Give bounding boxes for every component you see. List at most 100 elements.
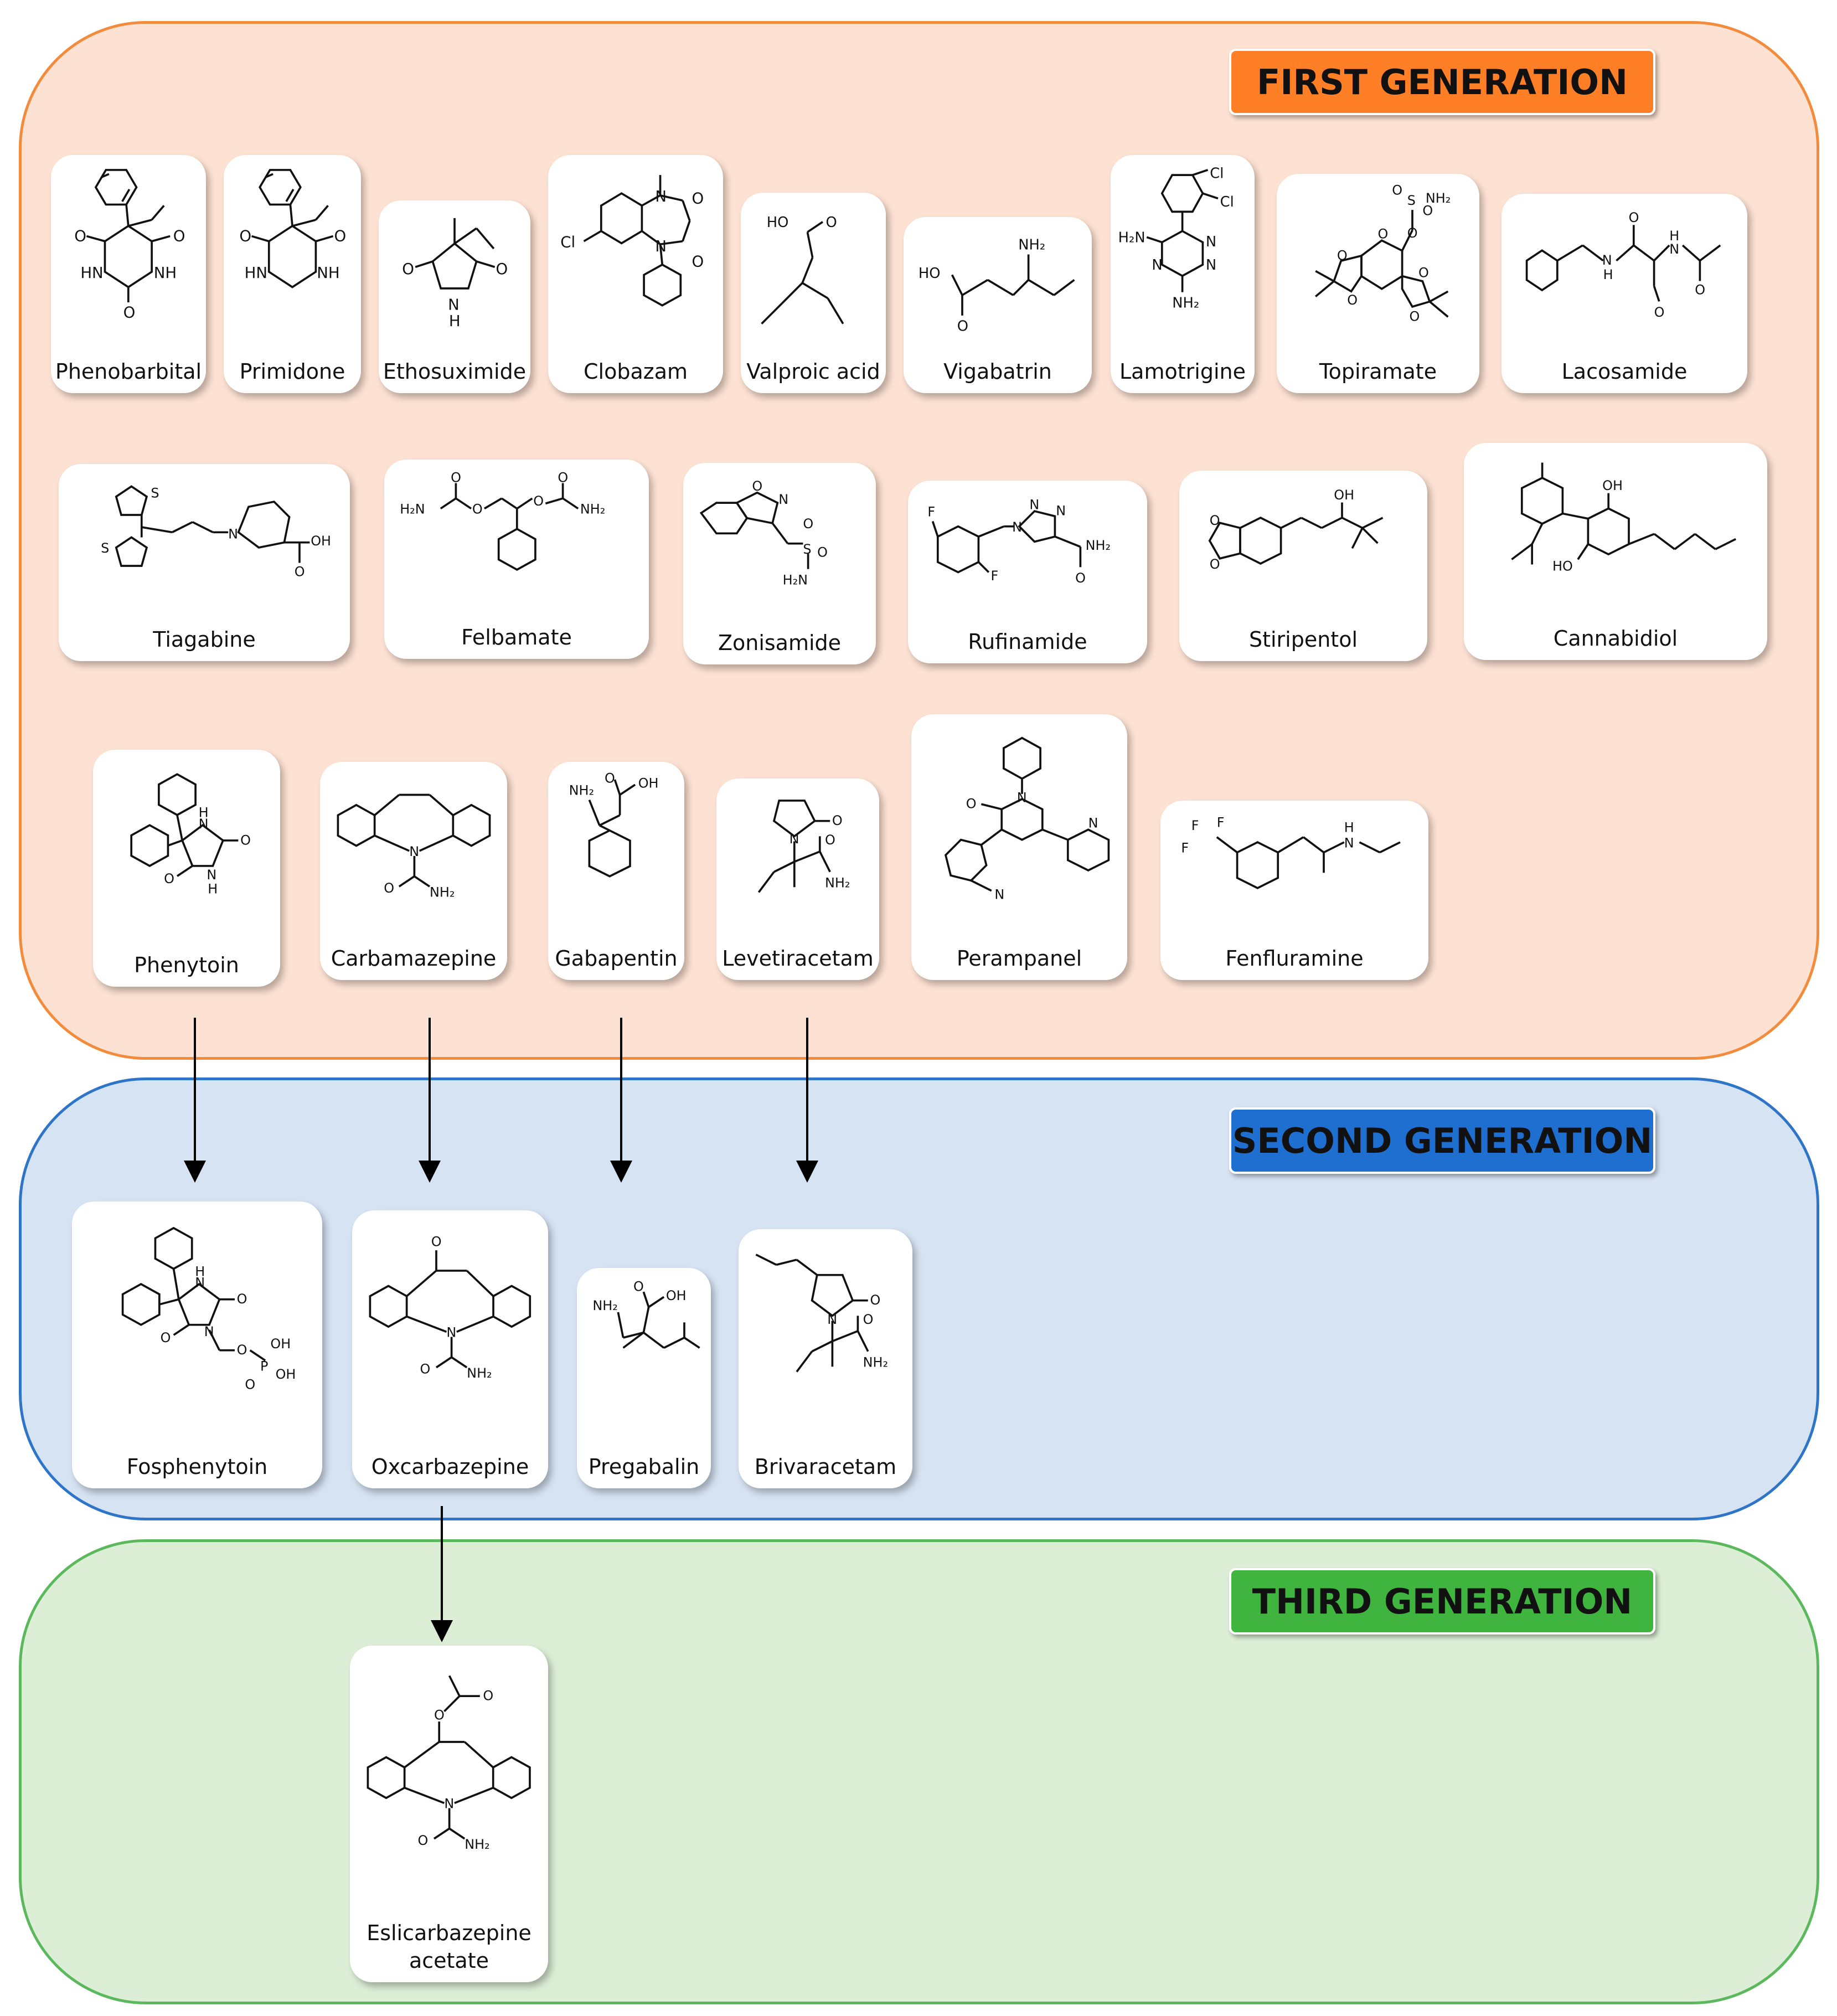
- svg-text:O: O: [334, 227, 346, 245]
- drug-card-phenytoin: H N O O N H Phenytoin: [93, 750, 280, 987]
- svg-text:N: N: [195, 1275, 205, 1291]
- svg-text:O: O: [237, 1291, 247, 1307]
- drug-name-phenobarbital: Phenobarbital: [55, 359, 202, 384]
- carbamazepine-structure: N O NH₂: [337, 793, 491, 900]
- svg-text:N: N: [827, 1312, 837, 1327]
- svg-text:N: N: [655, 187, 667, 205]
- svg-text:O: O: [817, 545, 828, 560]
- svg-text:O: O: [1075, 570, 1086, 586]
- perampanel-structure: N O N N: [944, 736, 1110, 902]
- svg-text:O: O: [633, 1278, 644, 1294]
- drug-name-rufinamide: Rufinamide: [968, 629, 1087, 654]
- svg-text:F: F: [1181, 841, 1189, 856]
- svg-text:H: H: [198, 805, 208, 821]
- svg-text:S: S: [101, 540, 109, 556]
- svg-text:N: N: [447, 1325, 457, 1340]
- svg-text:OH: OH: [638, 776, 659, 791]
- drug-card-rufinamide: F F N N N NH₂ O Rufinamide: [908, 481, 1147, 663]
- svg-text:N: N: [1012, 519, 1022, 535]
- svg-text:NH₂: NH₂: [863, 1354, 887, 1370]
- svg-text:NH₂: NH₂: [1018, 236, 1045, 253]
- svg-text:O: O: [558, 470, 569, 486]
- svg-text:H₂N: H₂N: [1118, 230, 1145, 246]
- svg-text:O: O: [966, 796, 976, 812]
- svg-text:O: O: [1210, 513, 1220, 528]
- svg-text:O: O: [1628, 210, 1639, 225]
- svg-text:OH: OH: [1602, 478, 1623, 493]
- drug-card-perampanel: N O N N Perampanel: [911, 714, 1127, 980]
- drug-card-oxcarbazepine: O N O NH₂ Oxcarbazepine: [352, 1210, 548, 1488]
- svg-text:O: O: [533, 493, 544, 509]
- svg-text:N: N: [204, 1324, 214, 1339]
- drug-card-clobazam: N O O N Cl Clobazam: [548, 155, 723, 393]
- svg-text:O: O: [295, 564, 305, 579]
- lacosamide-structure: N H O H N O O: [1525, 210, 1721, 320]
- svg-text:P: P: [260, 1359, 268, 1374]
- svg-text:O: O: [240, 832, 251, 848]
- svg-text:O: O: [825, 832, 835, 848]
- drug-card-tiagabine: S S N OH O Tiagabine: [59, 464, 350, 661]
- gabapentin-structure: NH₂ O OH: [569, 770, 659, 878]
- svg-text:O: O: [826, 214, 837, 231]
- drug-card-brivaracetam: N O O NH₂ Brivaracetam: [739, 1229, 912, 1488]
- drug-name-stiripentol: Stiripentol: [1248, 627, 1358, 652]
- lamotrigine-structure: Cl Cl H₂N N N N NH₂: [1118, 166, 1234, 312]
- svg-text:NH₂: NH₂: [825, 875, 850, 890]
- svg-text:NH₂: NH₂: [467, 1365, 492, 1381]
- svg-text:H: H: [449, 312, 461, 330]
- svg-text:O: O: [1422, 203, 1433, 218]
- oxcarbazepine-structure: O N O NH₂: [369, 1234, 532, 1381]
- drug-card-fosphenytoin: H N O O N O P OH OH O Fosphenytoin: [72, 1202, 322, 1488]
- drug-name-clobazam: Clobazam: [584, 359, 688, 384]
- drug-name-lamotrigine: Lamotrigine: [1119, 359, 1246, 384]
- phenobarbital-structure: O O HN NH O: [74, 169, 185, 322]
- svg-text:N: N: [445, 1796, 455, 1812]
- svg-text:O: O: [239, 227, 251, 245]
- svg-text:O: O: [1407, 225, 1417, 241]
- svg-text:O: O: [1377, 226, 1388, 242]
- svg-text:O: O: [483, 1688, 494, 1704]
- drug-card-ethosuximide: O O N H Ethosuximide: [379, 200, 530, 393]
- pregabalin-structure: NH₂ O OH: [592, 1278, 700, 1349]
- svg-text:F: F: [1217, 815, 1225, 831]
- drug-name-valproic-acid: Valproic acid: [746, 359, 880, 384]
- svg-text:O: O: [164, 871, 174, 886]
- svg-text:O: O: [496, 260, 508, 278]
- svg-text:O: O: [431, 1234, 442, 1250]
- zonisamide-structure: O N O S O H₂N: [699, 478, 828, 587]
- svg-text:O: O: [420, 1362, 431, 1377]
- drug-name-eslicarbazepine-acetate: Eslicarbazepine acetate: [367, 1921, 532, 1973]
- svg-text:HN: HN: [245, 264, 267, 282]
- svg-text:O: O: [161, 1330, 171, 1345]
- svg-text:NH₂: NH₂: [569, 783, 594, 798]
- svg-text:NH₂: NH₂: [592, 1298, 617, 1313]
- svg-text:O: O: [451, 470, 461, 486]
- svg-text:NH₂: NH₂: [1173, 295, 1200, 311]
- svg-text:S: S: [1407, 193, 1415, 208]
- svg-text:Cl: Cl: [560, 233, 575, 251]
- svg-text:H: H: [1344, 820, 1354, 836]
- svg-text:OH: OH: [311, 533, 331, 549]
- svg-text:O: O: [1392, 183, 1402, 198]
- svg-text:Cl: Cl: [1220, 194, 1234, 210]
- brivaracetam-structure: N O O NH₂: [755, 1254, 888, 1373]
- drug-name-brivaracetam: Brivaracetam: [754, 1454, 897, 1479]
- drug-name-levetiracetam: Levetiracetam: [722, 946, 874, 971]
- eslicarbazepine-acetate-structure: O O N O NH₂: [367, 1675, 532, 1852]
- drug-name-carbamazepine: Carbamazepine: [331, 946, 497, 971]
- svg-text:O: O: [1337, 248, 1347, 263]
- svg-text:H: H: [208, 881, 218, 897]
- drug-name-phenytoin: Phenytoin: [134, 952, 239, 977]
- drug-name-fenfluramine: Fenfluramine: [1225, 946, 1364, 971]
- svg-text:N: N: [655, 237, 667, 255]
- svg-text:N: N: [1016, 790, 1026, 806]
- drug-card-phenobarbital: O O HN NH O Phenobarbital: [51, 155, 206, 393]
- drug-name-ethosuximide: Ethosuximide: [383, 359, 527, 384]
- svg-text:OH: OH: [276, 1367, 296, 1382]
- fosphenytoin-structure: H N O O N O P OH OH O: [121, 1226, 296, 1393]
- svg-text:O: O: [752, 478, 762, 494]
- drug-name-vigabatrin: Vigabatrin: [943, 359, 1052, 384]
- svg-text:O: O: [692, 189, 704, 208]
- drug-name-lacosamide: Lacosamide: [1561, 359, 1688, 384]
- svg-text:N: N: [207, 867, 216, 883]
